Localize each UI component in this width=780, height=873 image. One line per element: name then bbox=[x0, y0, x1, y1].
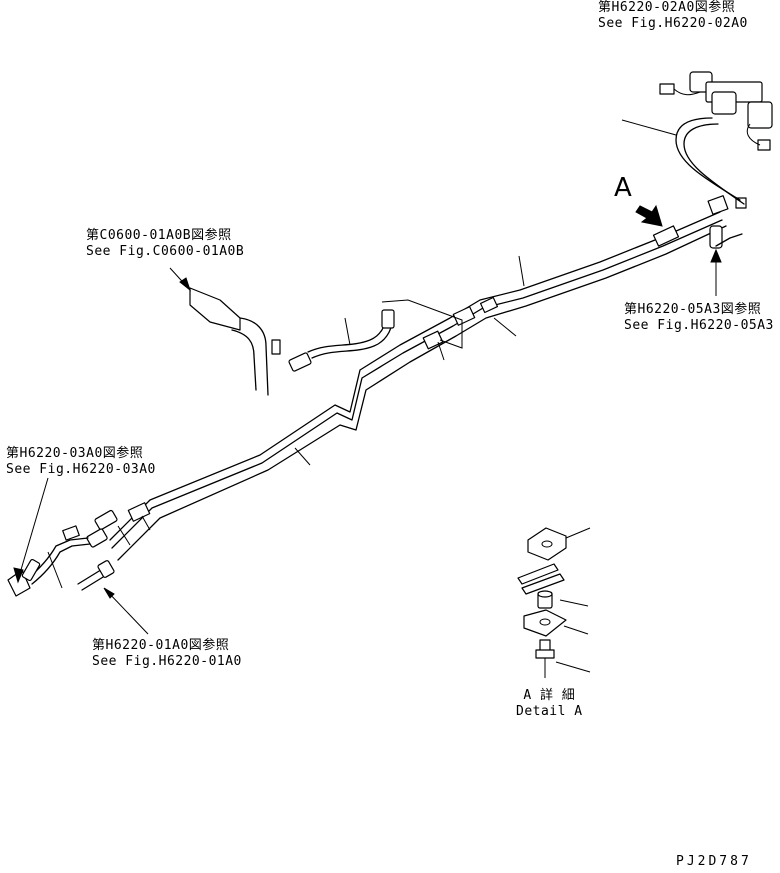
detail-a-parts bbox=[517, 527, 591, 678]
right-elbow-fitting bbox=[709, 225, 743, 296]
ref-h6220-01a0-jp: 第H6220-01A0図参照 bbox=[92, 638, 230, 653]
short-hose bbox=[77, 560, 149, 635]
ref-c0600-01a0b-jp: 第C0600-01A0B図参照 bbox=[86, 228, 232, 243]
ref-label-c0600-01a0b: 第C0600-01A0B図参照 See Fig.C0600-01A0B bbox=[86, 228, 244, 260]
valve-assembly bbox=[621, 71, 773, 205]
detail-a-en: Detail A bbox=[516, 704, 583, 719]
detail-a-jp: A 詳 細 bbox=[523, 688, 576, 703]
ref-label-h6220-01a0: 第H6220-01A0図参照 See Fig.H6220-01A0 bbox=[92, 638, 242, 670]
drawing-code: PJ2D787 bbox=[676, 854, 752, 869]
flexible-hose bbox=[288, 309, 395, 372]
view-marker-a: A bbox=[614, 173, 633, 203]
detail-a-label: A 詳 細 Detail A bbox=[516, 688, 583, 720]
leader-lines bbox=[47, 255, 525, 589]
ref-h6220-01a0-en: See Fig.H6220-01A0 bbox=[92, 654, 242, 669]
ref-h6220-03a0-en: See Fig.H6220-03A0 bbox=[6, 462, 156, 477]
ref-c0600-01a0b-en: See Fig.C0600-01A0B bbox=[86, 244, 245, 259]
lower-left-fittings bbox=[7, 509, 118, 597]
ref-h6220-05a3-en: See Fig.H6220-05A3 bbox=[624, 318, 774, 333]
ref-h6220-02a0-en: See Fig.H6220-02A0 bbox=[598, 16, 748, 31]
main-tube-bundle bbox=[109, 211, 727, 561]
ref-label-h6220-02a0: 第H6220-02A0図参照 See Fig.H6220-02A0 bbox=[598, 0, 748, 32]
ref-h6220-02a0-jp: 第H6220-02A0図参照 bbox=[598, 0, 736, 15]
tube-clamps bbox=[127, 195, 747, 522]
ref-h6220-05a3-jp: 第H6220-05A3図参照 bbox=[624, 302, 762, 317]
view-arrow-a bbox=[635, 204, 663, 227]
ref-h6220-03a0-jp: 第H6220-03A0図参照 bbox=[6, 446, 144, 461]
ref-arrow-03a0 bbox=[13, 477, 49, 584]
ref-label-h6220-05a3: 第H6220-05A3図参照 See Fig.H6220-05A3 bbox=[624, 302, 774, 334]
ref-label-h6220-03a0: 第H6220-03A0図参照 See Fig.H6220-03A0 bbox=[6, 446, 156, 478]
bracket-plate bbox=[381, 299, 463, 349]
mounting-bracket bbox=[169, 267, 281, 396]
